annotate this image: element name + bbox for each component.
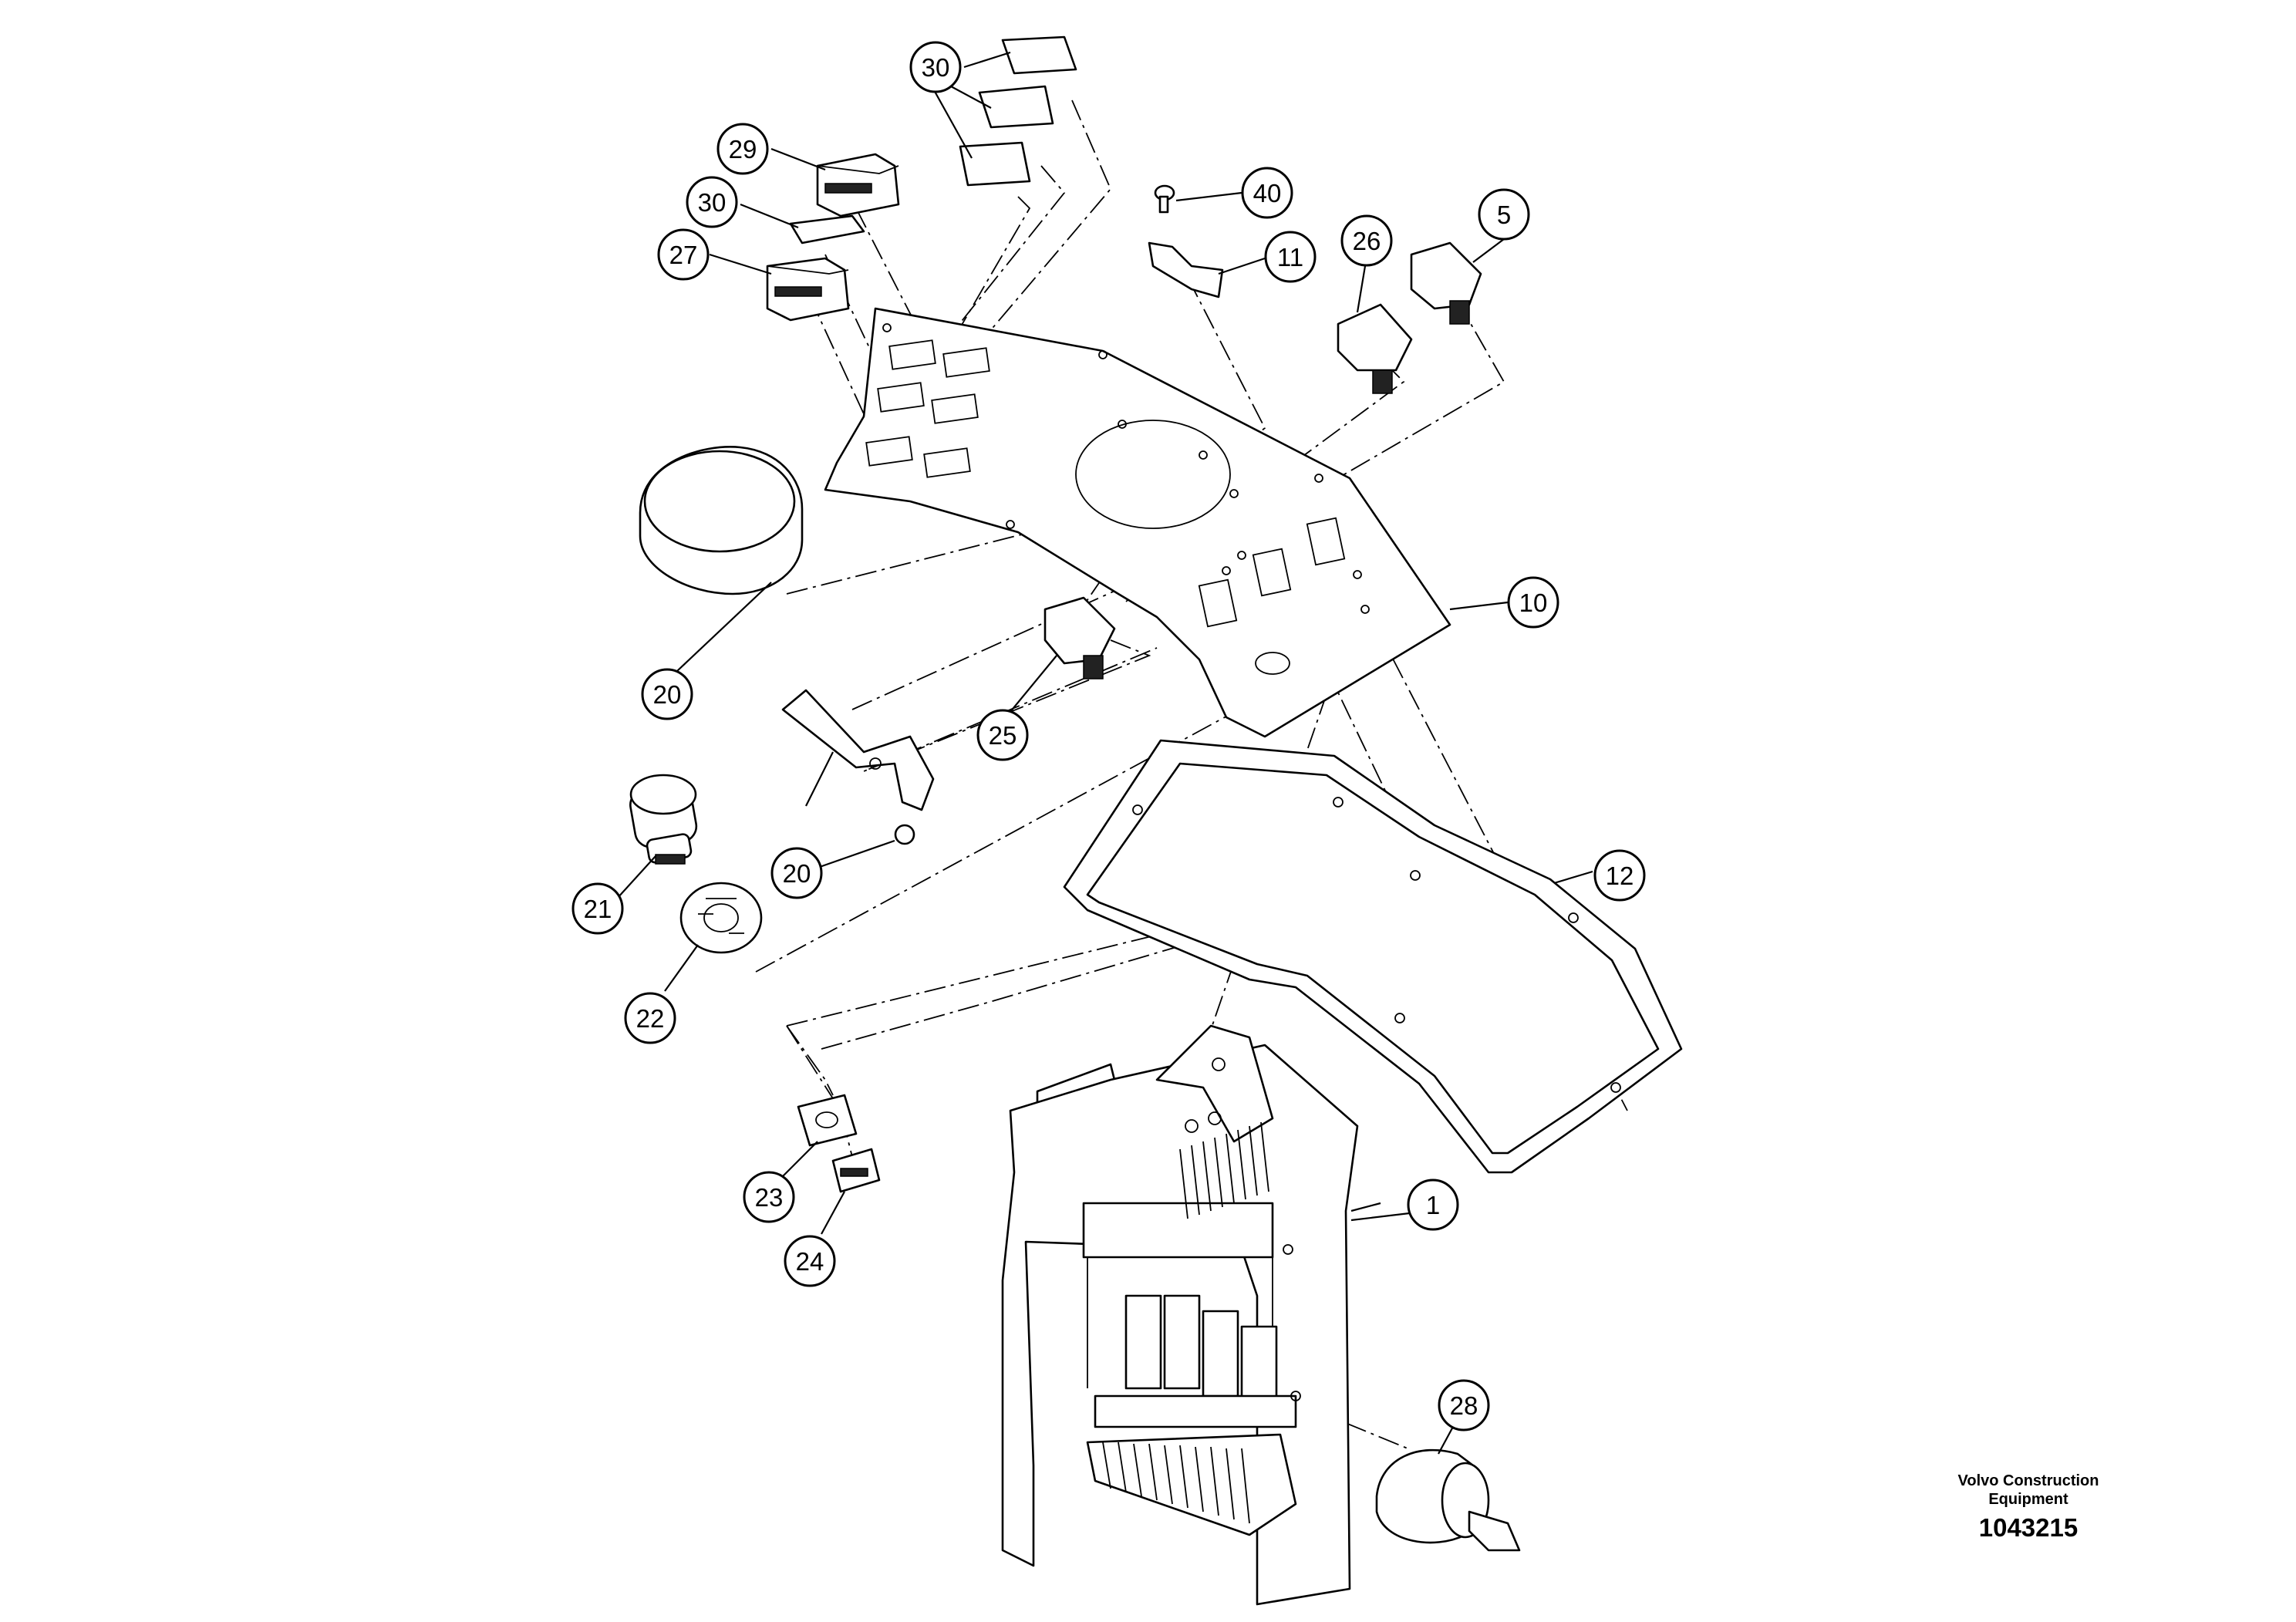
rotary-switch — [629, 774, 698, 865]
svg-text:25: 25 — [989, 721, 1017, 750]
svg-text:12: 12 — [1606, 862, 1634, 890]
svg-text:30: 30 — [922, 53, 950, 82]
callout-29: 29 — [716, 123, 769, 175]
callout-12: 12 — [1593, 849, 1646, 902]
callout-22: 22 — [624, 992, 676, 1044]
callout-20-knob: 20 — [641, 668, 693, 720]
callout-40: 40 — [1241, 167, 1293, 219]
large-knob — [639, 446, 804, 595]
drawing-number: 1043215 — [1978, 1513, 2079, 1542]
svg-text:10: 10 — [1519, 588, 1548, 617]
screw-40 — [1154, 184, 1175, 214]
electrical-box — [1001, 1024, 1359, 1606]
callout-10: 10 — [1507, 576, 1559, 629]
callout-5: 5 — [1478, 188, 1530, 241]
terminal-block-top — [1179, 1121, 1269, 1219]
svg-text:23: 23 — [755, 1183, 784, 1212]
panel-plate — [824, 307, 1451, 738]
bracket — [781, 689, 935, 845]
svg-text:11: 11 — [1277, 243, 1303, 271]
callout-1: 1 — [1407, 1179, 1459, 1231]
callout-26: 26 — [1340, 214, 1393, 267]
bracket-11 — [1148, 241, 1224, 298]
svg-text:5: 5 — [1497, 201, 1511, 229]
svg-text:29: 29 — [729, 135, 757, 164]
callout-30-top: 30 — [909, 41, 962, 93]
leader-lines — [616, 51, 1593, 1455]
cover-30-top — [959, 35, 1077, 187]
callout-24: 24 — [784, 1235, 836, 1287]
switch-5 — [1410, 241, 1482, 325]
brand-line-2: Equipment — [1988, 1491, 2068, 1508]
decal-disc — [679, 882, 763, 954]
svg-text:40: 40 — [1253, 179, 1282, 207]
switch-25 — [1043, 596, 1116, 679]
callout-30-left: 30 — [686, 176, 738, 228]
svg-text:22: 22 — [636, 1004, 665, 1033]
svg-text:30: 30 — [698, 188, 727, 217]
svg-text:20: 20 — [653, 680, 682, 709]
callout-21: 21 — [571, 882, 624, 935]
svg-text:1: 1 — [1426, 1191, 1440, 1219]
svg-text:20: 20 — [783, 859, 811, 888]
terminal-block-bottom — [1102, 1442, 1250, 1524]
svg-text:21: 21 — [584, 895, 612, 923]
callout-11: 11 — [1264, 231, 1317, 283]
svg-text:27: 27 — [669, 241, 698, 269]
svg-text:26: 26 — [1353, 227, 1381, 255]
clip-24 — [831, 1148, 881, 1193]
cover-30-left — [789, 214, 865, 244]
key-switch — [1375, 1448, 1521, 1552]
callout-23: 23 — [743, 1171, 795, 1223]
brand-line-1: Volvo Construction — [1957, 1472, 2099, 1489]
svg-text:24: 24 — [796, 1247, 824, 1276]
callout-28: 28 — [1438, 1379, 1490, 1431]
svg-text:28: 28 — [1450, 1391, 1478, 1420]
clip-23 — [797, 1094, 858, 1147]
switch-26 — [1337, 303, 1413, 394]
rocker-switch-27 — [766, 257, 850, 322]
callout-25: 25 — [976, 709, 1029, 761]
gasket-frame — [1063, 739, 1683, 1174]
callout-20-bracket: 20 — [770, 847, 823, 899]
brand-label: Volvo Construction Equipment — [1928, 1472, 2129, 1509]
rocker-switch-29 — [816, 153, 900, 218]
callout-27: 27 — [657, 228, 710, 281]
